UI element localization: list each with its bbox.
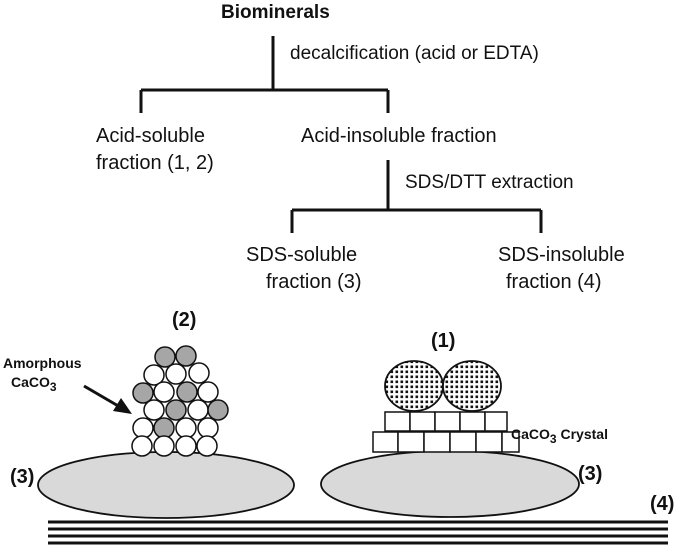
white-sphere bbox=[175, 435, 197, 457]
crystal-block bbox=[501, 431, 520, 453]
step1-label: decalcification (acid or EDTA) bbox=[290, 43, 539, 64]
crystal-block bbox=[475, 431, 503, 453]
white-sphere bbox=[197, 381, 219, 403]
gray-sphere bbox=[207, 399, 229, 421]
label-fraction-1: (1) bbox=[431, 330, 456, 352]
white-sphere bbox=[143, 399, 165, 421]
sds-soluble-protein-right bbox=[320, 450, 580, 518]
label-fraction-4: (4) bbox=[650, 493, 675, 515]
white-sphere bbox=[132, 417, 154, 439]
crystal-caco-text: CaCO bbox=[511, 426, 550, 442]
acid-soluble-proteins bbox=[384, 360, 502, 412]
sds-insoluble-label-line1: SDS-insoluble bbox=[498, 244, 625, 266]
crystal-block bbox=[384, 411, 411, 432]
crystal-block bbox=[423, 431, 451, 453]
crystal-block bbox=[409, 411, 436, 432]
gray-sphere bbox=[153, 417, 175, 439]
gray-sphere bbox=[176, 381, 198, 403]
sds-soluble-protein-left bbox=[37, 451, 295, 519]
label-fraction-2: (2) bbox=[172, 309, 197, 331]
step2-label: SDS/DTT extraction bbox=[405, 172, 574, 193]
sds-soluble-label-line1: SDS-soluble bbox=[246, 244, 358, 266]
crystal-block bbox=[459, 411, 486, 432]
crystal-block bbox=[397, 431, 425, 453]
root-label: Biominerals bbox=[221, 2, 330, 23]
sds-soluble-label-line2: fraction (3) bbox=[266, 271, 362, 293]
amorphous-sub-3: 3 bbox=[49, 380, 57, 394]
caco3-crystal bbox=[372, 411, 520, 453]
gray-sphere bbox=[154, 346, 176, 368]
white-sphere bbox=[197, 417, 219, 439]
amorphous-label-line1: Amorphous bbox=[3, 355, 82, 371]
gray-sphere bbox=[175, 345, 197, 367]
crystal-block bbox=[372, 431, 399, 453]
acid-insoluble-label: Acid-insoluble fraction bbox=[301, 125, 497, 147]
dotted-protein-right bbox=[442, 360, 502, 412]
crystal-block bbox=[434, 411, 461, 432]
acid-soluble-label-line1: Acid-soluble bbox=[96, 125, 205, 147]
white-sphere bbox=[187, 399, 209, 421]
sds-insoluble-label-line2: fraction (4) bbox=[506, 271, 602, 293]
crystal-sub-3: 3 bbox=[549, 432, 557, 446]
white-sphere bbox=[165, 363, 187, 385]
white-sphere bbox=[143, 364, 165, 386]
acid-soluble-label-line2: fraction (1, 2) bbox=[96, 152, 214, 174]
crystal-block bbox=[449, 431, 477, 453]
white-sphere bbox=[153, 435, 175, 457]
amorphous-caco-text: CaCO bbox=[11, 374, 50, 390]
white-sphere bbox=[188, 362, 210, 384]
label-fraction-3-right: (3) bbox=[578, 463, 603, 485]
amorphous-caco3-cluster bbox=[131, 345, 229, 457]
gray-sphere bbox=[132, 382, 154, 404]
white-sphere bbox=[175, 417, 197, 439]
white-sphere bbox=[153, 381, 175, 403]
dotted-protein-left bbox=[384, 360, 444, 412]
amorphous-label-line2: CaCO3 bbox=[11, 374, 57, 394]
amorphous-arrow bbox=[83, 384, 132, 414]
white-sphere bbox=[196, 435, 218, 457]
tree-lines bbox=[139, 36, 543, 233]
crystal-label: CaCO3 Crystal bbox=[511, 426, 608, 446]
label-fraction-3-left: (3) bbox=[10, 466, 35, 488]
insoluble-matrix-layers bbox=[48, 520, 668, 545]
gray-sphere bbox=[165, 399, 187, 421]
crystal-word: Crystal bbox=[556, 426, 608, 442]
crystal-block bbox=[484, 411, 508, 432]
white-sphere bbox=[131, 435, 153, 457]
